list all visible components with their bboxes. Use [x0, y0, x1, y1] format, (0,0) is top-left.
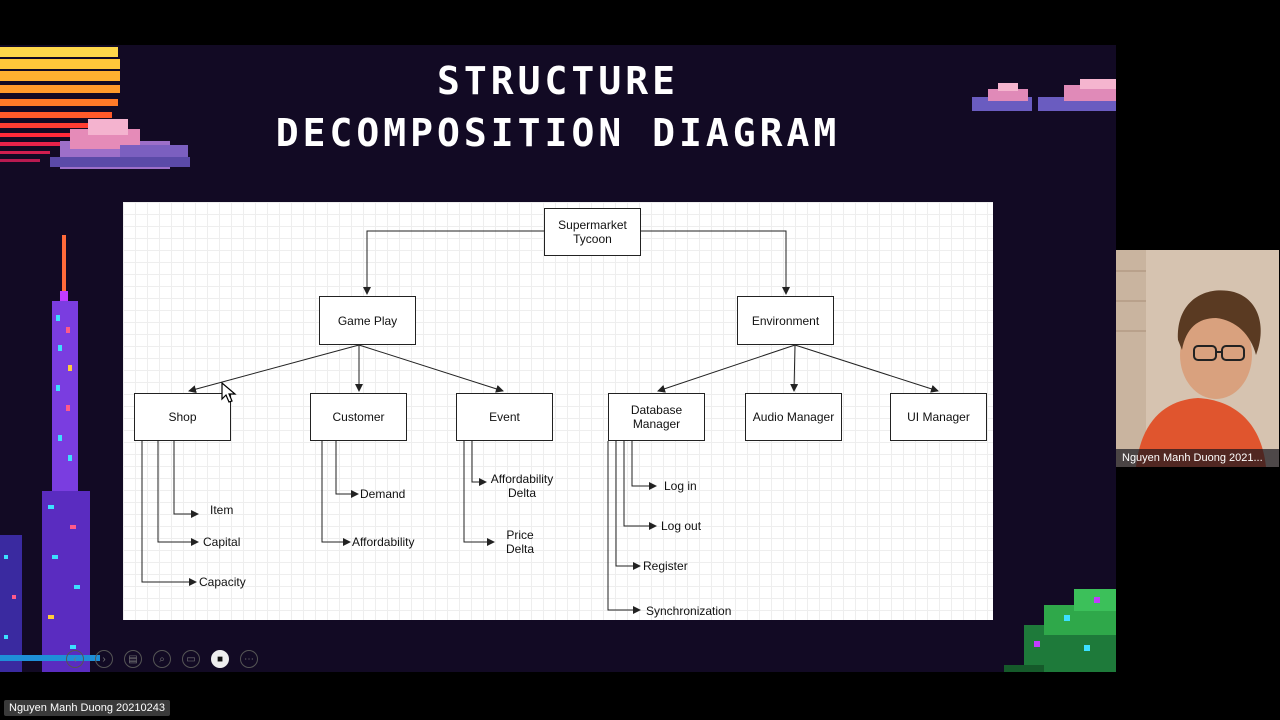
node-audio-manager: Audio Manager [745, 393, 842, 441]
node-ui-manager: UI Manager [890, 393, 987, 441]
slide-title-line-1: STRUCTURE [437, 59, 679, 103]
forward-icon[interactable]: › [95, 650, 113, 668]
pixel-bush-decoration [1004, 589, 1116, 672]
slide-title-line-2: DECOMPOSITION DIAGRAM [275, 111, 841, 155]
diagram-connectors [141, 230, 939, 614]
decomposition-diagram: Supermarket Tycoon Game Play Environment… [123, 202, 993, 620]
presenter-webcam-tile[interactable]: Nguyen Manh Duong 2021... [1116, 250, 1279, 467]
mouse-cursor-icon [221, 382, 237, 403]
presentation-slide: STRUCTURE DECOMPOSITION DIAGRAM [0, 45, 1116, 672]
leaf-affordability-delta: Affordability Delta [490, 472, 554, 500]
node-database-manager: Database Manager [608, 393, 705, 441]
more-icon[interactable]: ⋯ [240, 650, 258, 668]
presentation-toolbar: ‹ › ▤ ⌕ ▭ ■ ⋯ [66, 650, 258, 668]
leaf-synchronization: Synchronization [646, 604, 732, 618]
pixel-tower-decoration [0, 235, 100, 672]
zoom-icon[interactable]: ⌕ [153, 650, 171, 668]
leaf-capital: Capital [203, 535, 241, 549]
leaf-log-in: Log in [664, 479, 697, 493]
subtitles-icon[interactable]: ▭ [182, 650, 200, 668]
pixel-cloud-decoration [972, 79, 1116, 111]
pixel-sunset-decoration [0, 47, 190, 169]
node-shop: Shop [134, 393, 231, 441]
node-environment: Environment [737, 296, 834, 345]
node-root: Supermarket Tycoon [544, 208, 641, 256]
back-icon[interactable]: ‹ [66, 650, 84, 668]
leaf-log-out: Log out [661, 519, 702, 533]
node-customer: Customer [310, 393, 407, 441]
leaf-price-delta: Price Delta [505, 528, 534, 556]
leaf-register: Register [643, 559, 688, 573]
slides-icon[interactable]: ▤ [124, 650, 142, 668]
presenter-name-badge: Nguyen Manh Duong 20210243 [4, 700, 170, 716]
presenter-video [1116, 250, 1279, 467]
webcam-participant-name: Nguyen Manh Duong 2021... [1116, 449, 1279, 467]
leaf-item: Item [210, 503, 234, 517]
camera-icon[interactable]: ■ [211, 650, 229, 668]
node-game-play: Game Play [319, 296, 416, 345]
leaf-affordability: Affordability [352, 535, 415, 549]
node-event: Event [456, 393, 553, 441]
leaf-capacity: Capacity [199, 575, 246, 589]
leaf-demand: Demand [360, 487, 406, 501]
